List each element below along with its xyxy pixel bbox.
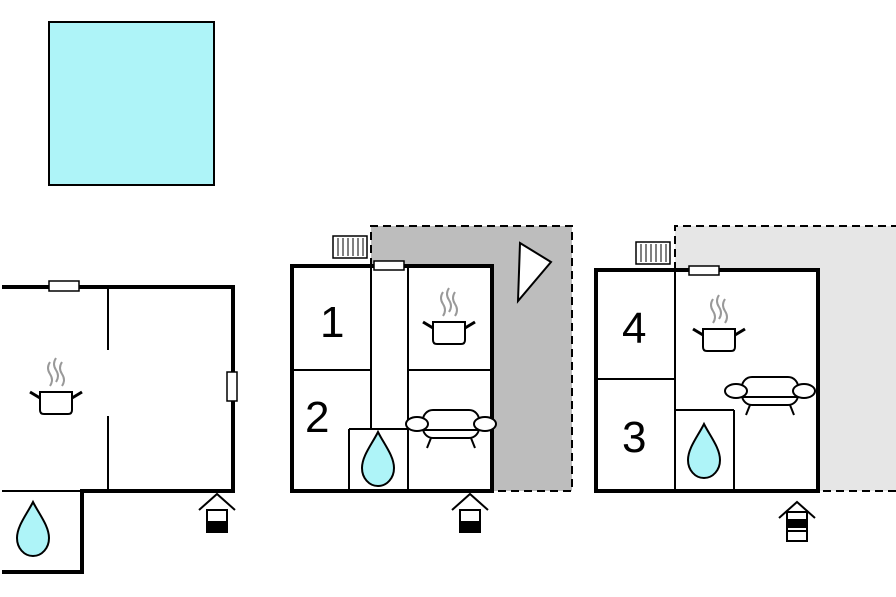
kitchen-icon xyxy=(28,356,84,416)
entrance-icon xyxy=(198,493,236,533)
pool xyxy=(48,21,215,186)
room-number: 4 xyxy=(622,304,646,353)
window-icon xyxy=(48,280,80,292)
plan-middle: 1 2 xyxy=(290,225,573,533)
plan-ground xyxy=(2,280,238,574)
entrance-icon xyxy=(778,500,816,542)
entrance-icon xyxy=(451,493,489,533)
plan-right: 4 3 xyxy=(594,225,896,542)
heater-icon xyxy=(332,235,368,259)
heater-icon xyxy=(635,241,671,265)
window-icon xyxy=(226,371,238,402)
window-icon xyxy=(688,265,720,276)
compass-icon xyxy=(516,241,553,304)
room-number: 1 xyxy=(320,298,344,347)
room-number: 3 xyxy=(622,413,646,462)
window-icon xyxy=(373,260,405,271)
bathroom-icon xyxy=(16,501,50,557)
room-number: 2 xyxy=(305,393,329,442)
